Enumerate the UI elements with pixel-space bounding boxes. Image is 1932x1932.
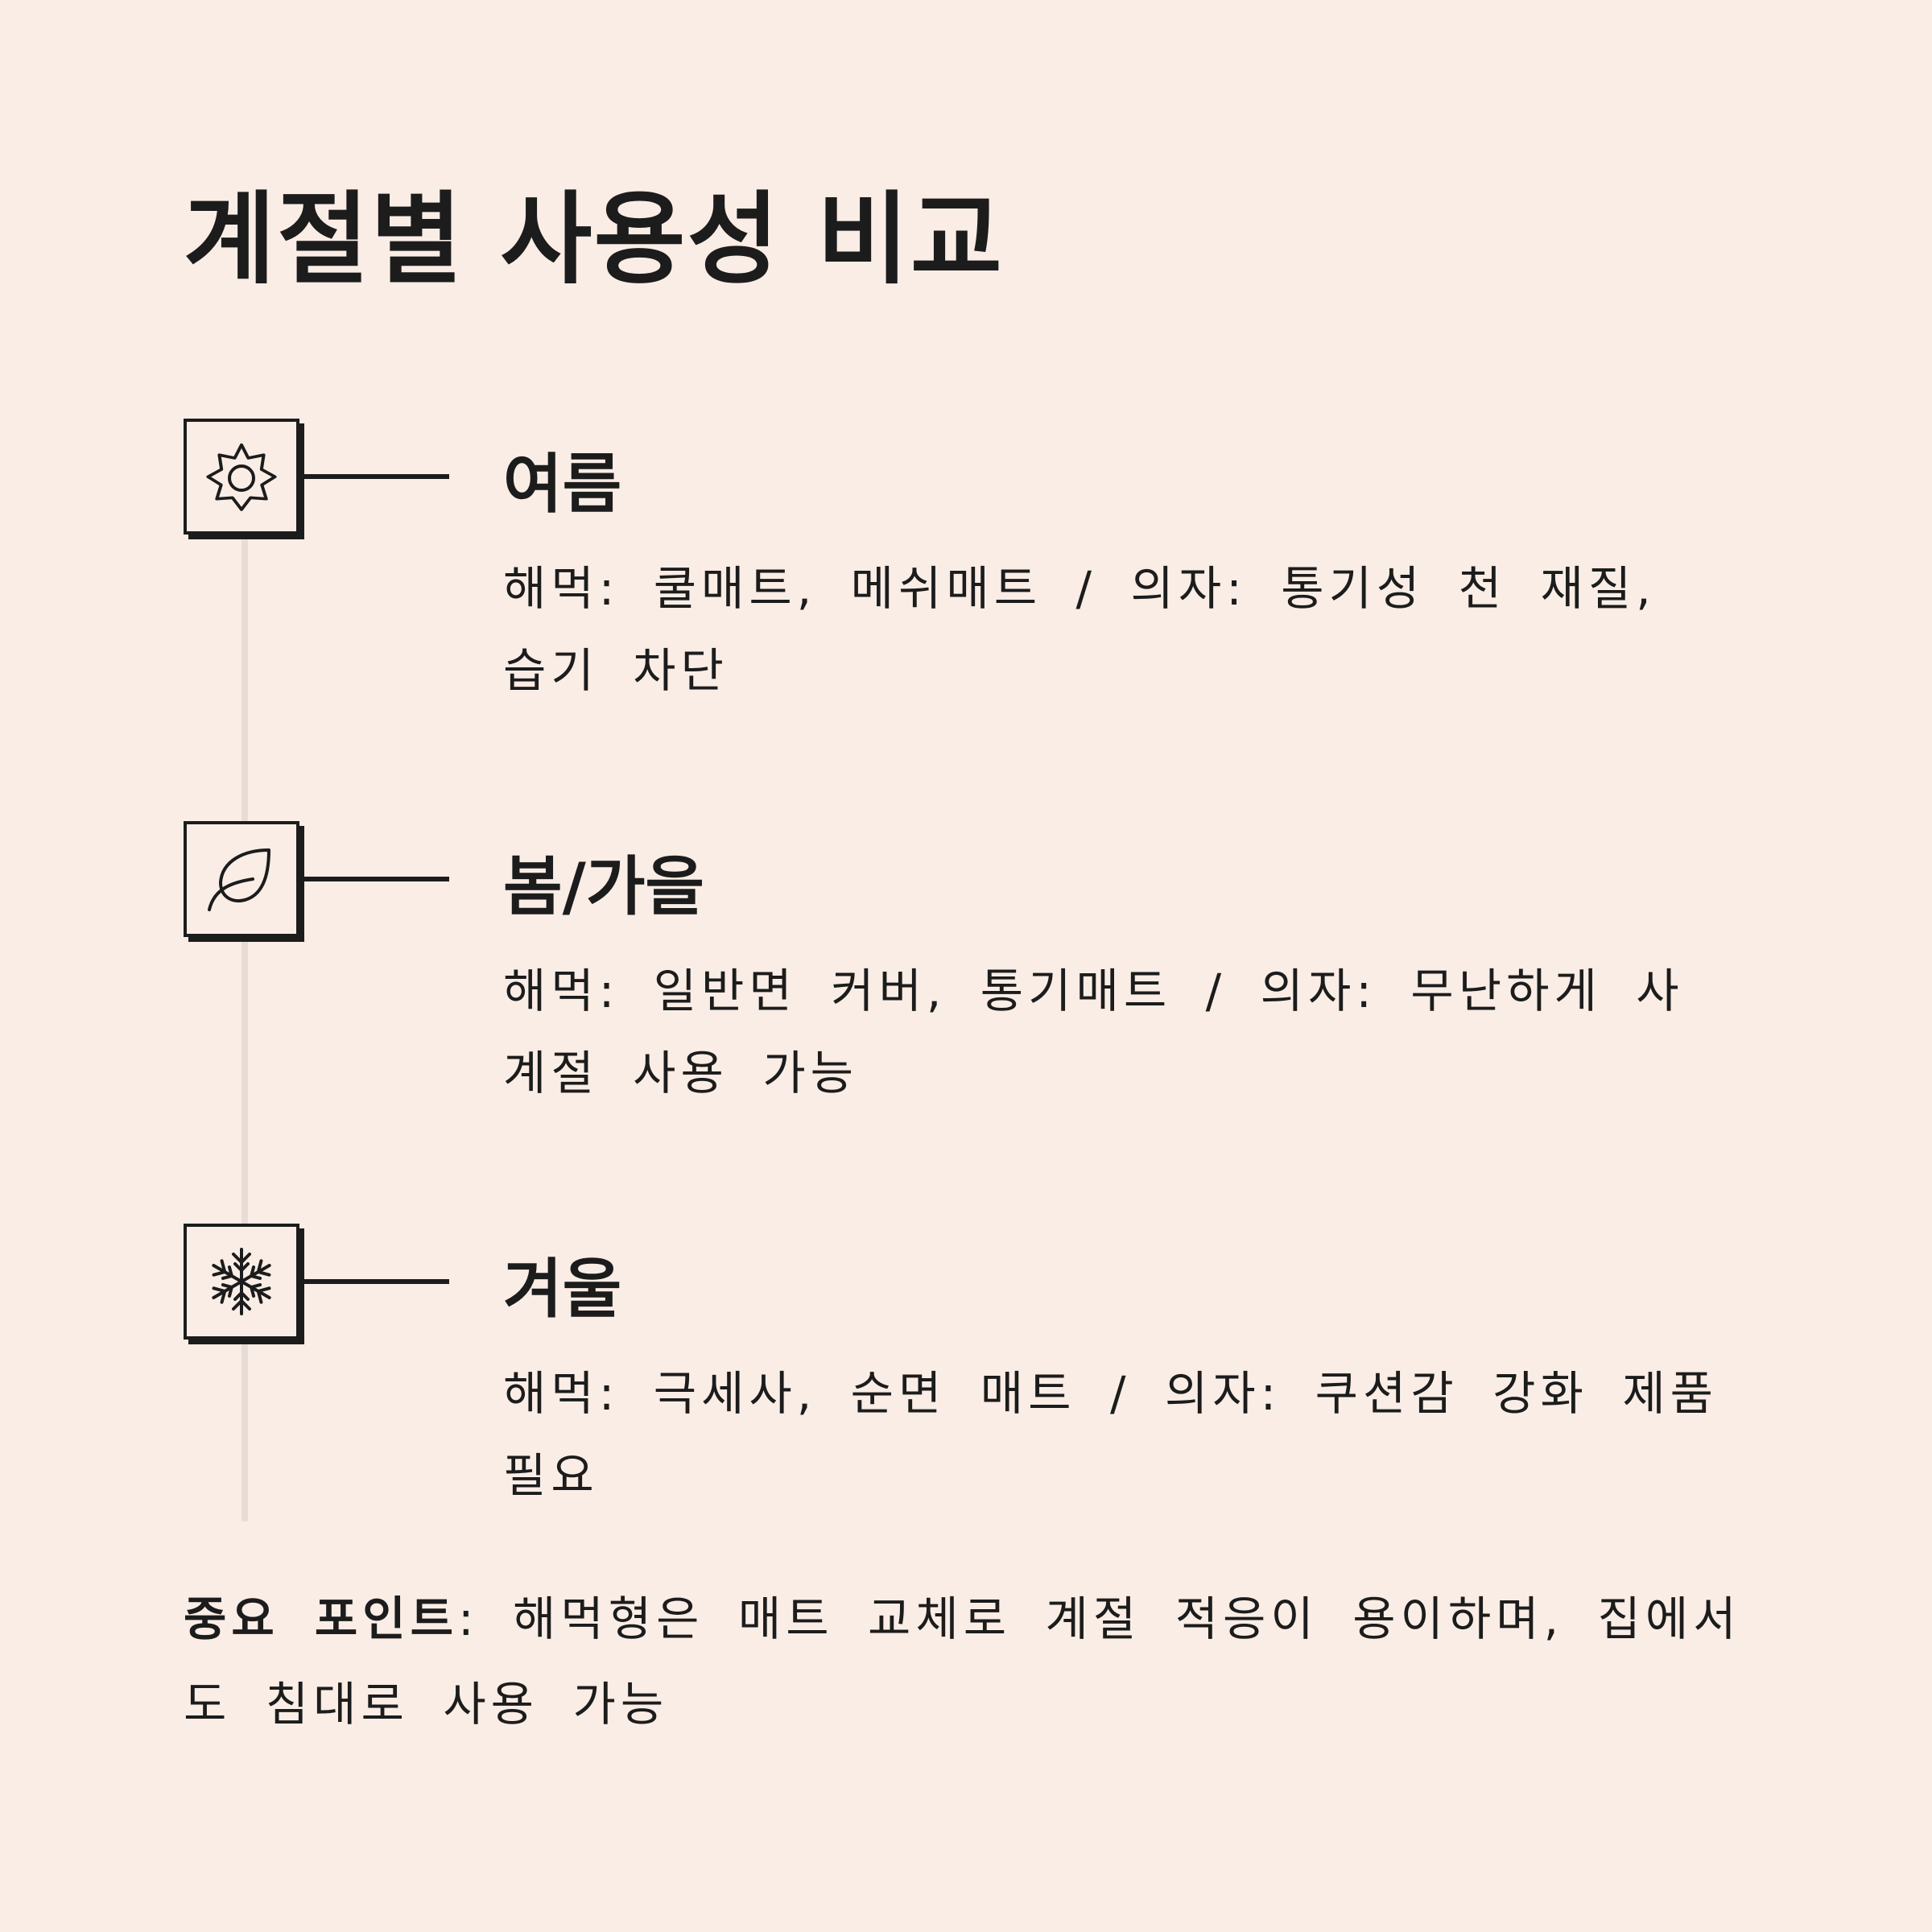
key-point-text: 해먹형은 매트 교체로 계절 적응이 용이하며, 집에서도 침대로 사용 가능	[184, 1591, 1741, 1732]
icon-box-spring-autumn	[184, 821, 299, 937]
season-title-winter: 겨울	[503, 1252, 622, 1327]
icon-box-summer	[184, 419, 299, 535]
icon-box-winter	[184, 1224, 299, 1340]
leaf-icon	[208, 848, 270, 911]
timeline-line	[242, 523, 248, 1521]
connector-spring-autumn	[299, 877, 449, 881]
key-point-label: 중요 포인트	[184, 1591, 458, 1646]
season-desc-summer: 해먹: 쿨매트, 메쉬매트 / 의자: 통기성 천 재질, 습기 차단	[503, 561, 1656, 698]
key-point: 중요 포인트: 해먹형은 매트 교체로 계절 적응이 용이하며, 집에서도 침대…	[184, 1576, 1753, 1747]
connector-winter	[299, 1279, 449, 1284]
snowflake-icon	[212, 1248, 271, 1315]
sun-icon	[206, 443, 277, 511]
season-title-summer: 여름	[503, 447, 622, 522]
page-title: 계절별 사용성 비교	[184, 182, 1004, 298]
season-desc-winter: 해먹: 극세사, 순면 매트 / 의자: 쿠션감 강화 제품 필요	[503, 1366, 1719, 1503]
connector-summer	[299, 474, 449, 479]
season-summer: 여름 해먹: 쿨매트, 메쉬매트 / 의자: 통기성 천 재질, 습기 차단	[0, 419, 1932, 741]
season-title-spring-autumn: 봄/가을	[503, 849, 705, 924]
key-point-separator: :	[458, 1591, 479, 1646]
season-winter: 겨울 해먹: 극세사, 순면 매트 / 의자: 쿠션감 강화 제품 필요	[0, 1224, 1932, 1546]
season-desc-spring-autumn: 해먹: 일반면 커버, 통기매트 / 의자: 무난하게 사계절 사용 가능	[503, 964, 1684, 1100]
season-spring-autumn: 봄/가을 해먹: 일반면 커버, 통기매트 / 의자: 무난하게 사계절 사용 …	[0, 821, 1932, 1143]
